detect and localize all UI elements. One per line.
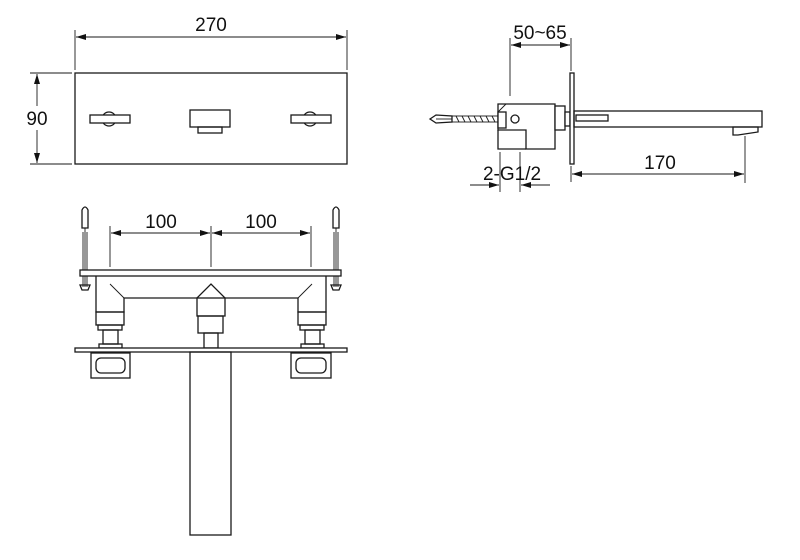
dimension-label-100-left: 100 [145, 212, 177, 233]
right-anchor-bolt [330, 206, 342, 291]
cover-plate [74, 72, 348, 165]
dimension-spout-length: 170 [570, 136, 746, 183]
right-handle-front [290, 352, 332, 379]
right-lever-handle [290, 111, 332, 127]
dimension-spacing: 100 100 [109, 212, 312, 267]
dimension-width: 270 [74, 15, 348, 70]
wall-anchor-bolt [428, 114, 501, 124]
center-spout-outlet [189, 109, 231, 134]
dimension-inlet-thread: 2-G1/2 [470, 152, 550, 192]
left-anchor-bolt [79, 206, 91, 291]
assembly-front-view: 100 100 [74, 206, 348, 536]
dimension-label-100-right: 100 [245, 212, 277, 233]
mounting-bar [79, 269, 342, 277]
dimension-projection: 50~65 [509, 23, 572, 96]
spout-front [189, 351, 232, 536]
valve-body-front [95, 276, 327, 349]
dimension-label-50-65: 50~65 [513, 23, 566, 44]
front-plate-view: 270 90 [22, 15, 348, 165]
left-lever-handle [89, 111, 131, 127]
dimension-label-g1-2: 2-G1/2 [483, 164, 541, 185]
side-view: 50~65 2-G1/2 170 [428, 23, 763, 192]
spout-side [573, 110, 763, 136]
dimension-label-170: 170 [644, 153, 676, 174]
dimension-label-90: 90 [26, 109, 47, 130]
dimension-label-270: 270 [195, 15, 227, 36]
left-handle-front [90, 352, 131, 379]
valve-body [497, 103, 571, 150]
dimension-height: 90 [22, 72, 72, 165]
